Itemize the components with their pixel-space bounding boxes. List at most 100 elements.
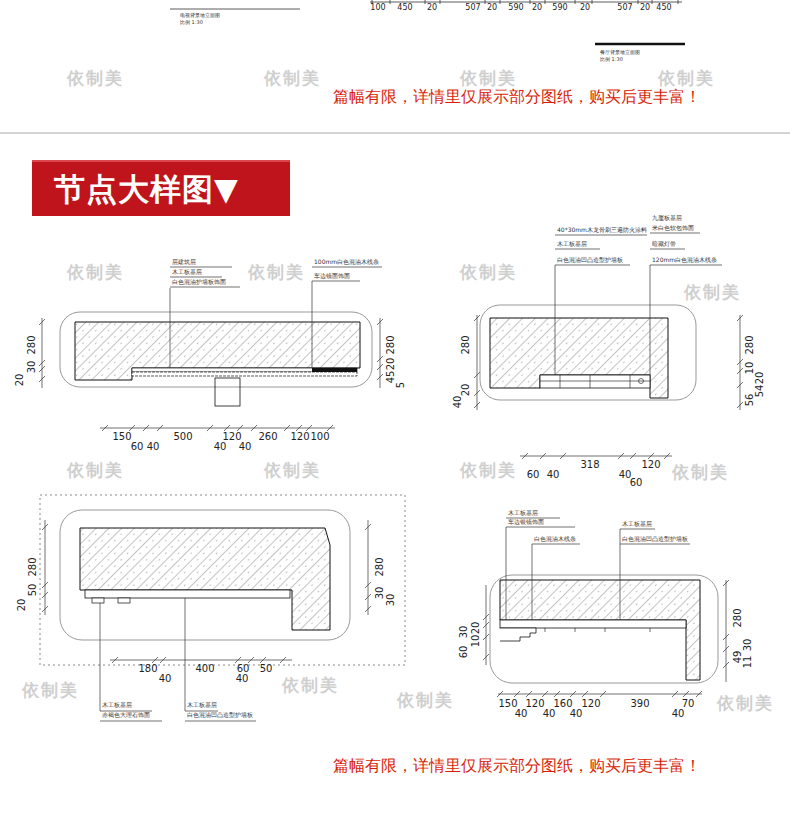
dimension-number: 390 [630, 699, 649, 709]
annotation-text: 40*30mm木龙骨刷三遍防火涂料 [557, 227, 647, 233]
dimension-number: 40 [672, 709, 685, 719]
watermark: 依制美 [460, 462, 517, 479]
dimension-number: 280 [745, 335, 755, 354]
watermark: 依制美 [460, 70, 517, 87]
annotation-text: 木工板基层 [187, 703, 217, 709]
dimension-number: 318 [580, 460, 599, 470]
annotation-text: 白色混油护墙板饰面 [172, 279, 226, 285]
dimension-number: 590 [552, 4, 567, 12]
dimension-number: 20 [755, 372, 765, 385]
dimension-number: 30 [27, 361, 37, 374]
dimension-number: 30 [386, 594, 396, 607]
dimension-number: 40 [159, 674, 172, 684]
section-banner: 节点大样图▼ [32, 160, 290, 216]
dimension-number: 5 [396, 382, 406, 388]
dimension-number: 11 [743, 656, 753, 669]
watermark: 依制美 [67, 264, 124, 281]
dimension-number: 40 [453, 396, 463, 409]
dimension-number: 40 [619, 470, 632, 480]
annotation-text: 白色混油凹凸造型护墙板 [187, 713, 253, 719]
watermark: 依制美 [684, 284, 741, 301]
notice-text: 篇幅有限，详情里仅展示部分图纸，购买后更丰富！ [333, 758, 701, 774]
dimension-number: 49 [733, 651, 743, 664]
dimension-number: 50 [28, 584, 38, 597]
dimension-number: 500 [173, 432, 192, 442]
watermark: 依制美 [397, 692, 454, 709]
dimension-number: 40 [515, 709, 528, 719]
watermark: 依制美 [460, 264, 517, 281]
watermark: 依制美 [67, 70, 124, 87]
dimension-number: 450 [397, 4, 412, 12]
dimension-number: 20 [640, 4, 650, 12]
dimension-number: 150 [498, 699, 517, 709]
watermark: 依制美 [672, 464, 729, 481]
dimension-number: 10 [471, 635, 481, 648]
dimension-number: 40 [543, 709, 556, 719]
dimension-number: 20 [471, 622, 481, 635]
annotation-text: 120mm白色混油木线条 [652, 257, 717, 263]
dimension-number: 260 [258, 432, 277, 442]
annotation-text: 九厘板基层 [652, 215, 682, 221]
dimension-number: 120 [290, 432, 309, 442]
dimension-number: 150 [112, 432, 131, 442]
annotation-text: 白色混油木线条 [534, 536, 576, 542]
annotation-text: 餐厅背景墙立面图 [600, 50, 640, 55]
dimension-number: 20 [532, 4, 542, 12]
watermark: 依制美 [248, 264, 305, 281]
watermark: 依制美 [264, 462, 321, 479]
dimension-number: 20 [15, 374, 25, 387]
annotation-text: 比例 1:30 [600, 57, 623, 62]
dimension-number: 40 [570, 709, 583, 719]
watermark: 依制美 [67, 462, 124, 479]
banner-title: 节点大样图▼ [54, 172, 239, 206]
dimension-number: 120 [525, 699, 544, 709]
dimension-number: 45 [386, 371, 396, 384]
dimension-number: 40 [214, 442, 227, 452]
dimension-number: 40 [239, 442, 252, 452]
dimension-number: 120 [581, 699, 600, 709]
annotation-text: 木工板基层 [622, 521, 652, 527]
dimension-number: 40 [547, 470, 560, 480]
dimension-number: 450 [656, 4, 671, 12]
dimension-number: 507 [465, 4, 480, 12]
dimension-number: 120 [641, 460, 660, 470]
annotation-text: 木工板基层 [102, 703, 132, 709]
annotation-text: 木工板基层 [172, 269, 202, 275]
annotation-text: 暗藏灯带 [652, 241, 676, 247]
dimension-number: 20 [487, 4, 497, 12]
annotation-text: 白色混油凹凸造型护墙板 [622, 536, 688, 542]
annotation-text: 白色混油凹凸造型护墙板 [557, 257, 623, 263]
dimension-number: 54 [755, 385, 765, 398]
dimension-number: 100 [370, 4, 385, 12]
dimension-number: 180 [138, 664, 157, 674]
dimension-number: 100 [310, 432, 329, 442]
annotation-text: 车边银镜饰面 [508, 519, 544, 525]
dimension-number: 50 [260, 664, 273, 674]
annotation-text: 木工板基层 [557, 241, 587, 247]
dimension-number: 280 [461, 335, 471, 354]
dimension-number: 60 [131, 442, 144, 452]
dimension-number: 60 [459, 646, 469, 659]
dimension-number: 20 [427, 4, 437, 12]
annotation-text: 车边镜面饰面 [314, 273, 350, 279]
annotation-text: 比例 1:30 [180, 20, 203, 25]
dimension-number: 40 [236, 674, 249, 684]
dimension-number: 280 [733, 608, 743, 627]
watermark: 依制美 [717, 695, 774, 712]
dimension-number: 280 [28, 557, 38, 576]
notice-text: 篇幅有限，详情里仅展示部分图纸，购买后更丰富！ [333, 89, 701, 105]
dimension-number: 280 [386, 335, 396, 354]
dimension-number: 590 [508, 4, 523, 12]
dimension-number: 60 [237, 664, 250, 674]
dimension-number: 120 [222, 432, 241, 442]
watermark: 依制美 [22, 682, 79, 699]
dimension-number: 20 [461, 384, 471, 397]
watermark: 依制美 [264, 70, 321, 87]
dimension-number: 20 [386, 358, 396, 371]
dimension-number: 160 [553, 699, 572, 709]
annotation-text: 木工板基层 [508, 510, 538, 516]
dimension-number: 60 [630, 478, 643, 488]
annotation-text: 米白色软包饰面 [652, 225, 694, 231]
dimension-number: 280 [27, 335, 37, 354]
